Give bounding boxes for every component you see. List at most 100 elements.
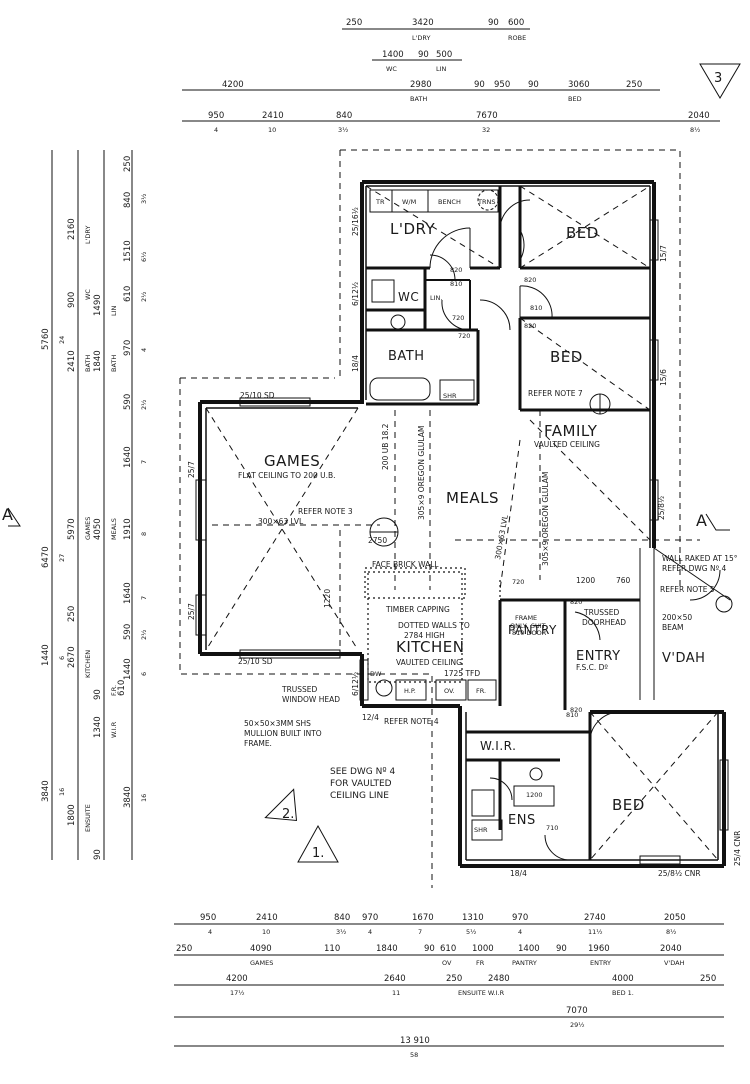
svg-text:4: 4 <box>368 928 372 936</box>
svg-text:1000: 1000 <box>472 944 494 954</box>
svg-text:FRAME: FRAME <box>515 614 537 622</box>
svg-text:16: 16 <box>140 794 148 802</box>
svg-text:FR.: FR. <box>476 687 486 695</box>
svg-text:MEALS: MEALS <box>110 518 118 540</box>
svg-text:8½: 8½ <box>666 928 676 936</box>
svg-text:15/7: 15/7 <box>659 245 668 262</box>
room-bed-top: BED <box>566 224 599 242</box>
svg-text:4: 4 <box>208 928 212 936</box>
wall-tags: 25/7 25/7 25/10 SD 25/10 SD 15/7 15/6 25… <box>187 207 742 878</box>
svg-text:90: 90 <box>93 689 103 700</box>
svg-text:W.I.R: W.I.R <box>110 721 118 738</box>
svg-text:2410: 2410 <box>67 350 77 372</box>
svg-text:25/8½: 25/8½ <box>657 496 666 520</box>
svg-text:25/10 SD: 25/10 SD <box>240 391 275 400</box>
svg-text:REFER NOTE 5: REFER NOTE 5 <box>660 585 715 594</box>
svg-text:820: 820 <box>524 322 536 330</box>
svg-text:FRAME.: FRAME. <box>244 739 272 748</box>
svg-text:820: 820 <box>450 266 462 274</box>
section-a-right: A <box>696 511 707 530</box>
svg-text:820: 820 <box>524 276 536 284</box>
svg-text:ENSUITE: ENSUITE <box>84 804 92 832</box>
svg-text:25/8½ CNR: 25/8½ CNR <box>658 869 701 878</box>
svg-text:610: 610 <box>123 286 133 302</box>
svg-text:2½: 2½ <box>140 630 148 640</box>
fixture-labels: TR W/M BENCH TRNS LIN. H.P. OV. FR. DW <box>370 198 495 695</box>
svg-text:FR: FR <box>476 959 485 967</box>
room-wc: WC <box>398 290 419 304</box>
svg-text:FLAT CEILING TO 200 U.B.: FLAT CEILING TO 200 U.B. <box>238 471 336 480</box>
svg-text:840: 840 <box>336 111 352 121</box>
svg-text:25/7: 25/7 <box>187 461 196 478</box>
svg-text:REFER NOTE 7: REFER NOTE 7 <box>528 389 583 398</box>
svg-text:3840: 3840 <box>41 780 51 802</box>
svg-text:2160: 2160 <box>67 218 77 240</box>
svg-text:WC: WC <box>84 289 92 300</box>
room-wir: W.I.R. <box>480 739 516 753</box>
svg-text:3420: 3420 <box>412 18 434 28</box>
room-laundry: L'DRY <box>390 220 435 238</box>
svg-text:90: 90 <box>93 849 103 860</box>
section-markers: A A 1. 2. 3 <box>2 63 741 863</box>
svg-text:4: 4 <box>518 928 522 936</box>
svg-text:2740: 2740 <box>584 913 606 923</box>
svg-text:5½: 5½ <box>466 928 476 936</box>
svg-text:WALL RAKED AT 15°: WALL RAKED AT 15° <box>662 554 738 563</box>
svg-text:2½: 2½ <box>140 400 148 410</box>
svg-text:760: 760 <box>616 576 631 585</box>
room-pantry: PANTRY <box>508 623 557 637</box>
svg-text:2640: 2640 <box>384 974 406 984</box>
svg-text:TR: TR <box>375 198 385 206</box>
svg-text:18/4: 18/4 <box>351 355 360 372</box>
svg-text:4090: 4090 <box>250 944 272 954</box>
svg-text:ONLY, SUIT: ONLY, SUIT <box>510 622 546 630</box>
left-dimensions: 5760 24 6470 27 1440 6 3840 16 2160 L'DR… <box>41 156 148 860</box>
elevation-1: 1. <box>312 846 324 861</box>
svg-text:820: 820 <box>570 706 582 714</box>
svg-text:810 DOOR: 810 DOOR <box>512 629 547 637</box>
svg-text:F.R.: F.R. <box>110 685 118 696</box>
svg-text:58: 58 <box>410 1051 418 1059</box>
svg-text:11: 11 <box>392 989 400 997</box>
svg-text:LIN: LIN <box>436 65 447 73</box>
svg-text:200 UB 18.2: 200 UB 18.2 <box>381 423 390 470</box>
svg-text:970: 970 <box>123 340 133 356</box>
svg-text:250: 250 <box>446 974 462 984</box>
svg-text:MULLION BUILT INTO: MULLION BUILT INTO <box>244 729 322 738</box>
room-family: FAMILY <box>544 422 598 440</box>
svg-text:5760: 5760 <box>41 328 51 350</box>
svg-text:2784 HIGH: 2784 HIGH <box>404 631 445 640</box>
svg-text:10: 10 <box>268 126 276 134</box>
svg-text:V'DAH: V'DAH <box>664 959 685 967</box>
svg-text:VAULTED CEILING: VAULTED CEILING <box>534 440 600 449</box>
svg-text:4200: 4200 <box>226 974 248 984</box>
svg-text:1400: 1400 <box>518 944 540 954</box>
svg-text:12/4: 12/4 <box>362 713 379 722</box>
room-vdah: V'DAH <box>662 651 705 666</box>
room-games: GAMES <box>264 452 320 470</box>
svg-text:1640: 1640 <box>123 582 133 604</box>
svg-text:H.P.: H.P. <box>404 687 416 695</box>
dimension-rails <box>51 28 724 1047</box>
svg-text:90: 90 <box>418 50 429 60</box>
svg-text:200×50: 200×50 <box>662 613 692 622</box>
section-a-left: A <box>2 505 13 524</box>
svg-text:GAMES: GAMES <box>250 959 273 967</box>
svg-text:OV.: OV. <box>444 687 455 695</box>
svg-text:BED 1.: BED 1. <box>612 989 634 997</box>
svg-text:90: 90 <box>488 18 499 28</box>
svg-text:6: 6 <box>58 656 66 660</box>
svg-text:27: 27 <box>58 554 66 562</box>
svg-text:1670: 1670 <box>412 913 434 923</box>
svg-text:90: 90 <box>424 944 435 954</box>
svg-text:1840: 1840 <box>93 350 103 372</box>
svg-text:810: 810 <box>450 280 462 288</box>
svg-text:BED: BED <box>568 95 582 103</box>
svg-text:4050: 4050 <box>93 518 103 540</box>
svg-text:7: 7 <box>140 596 148 600</box>
svg-text:610: 610 <box>117 680 127 696</box>
svg-text:3½: 3½ <box>336 928 346 936</box>
door-size-tags: 820 810 820 820 720 720 820 820 810 <box>450 266 582 714</box>
svg-text:10: 10 <box>262 928 270 936</box>
